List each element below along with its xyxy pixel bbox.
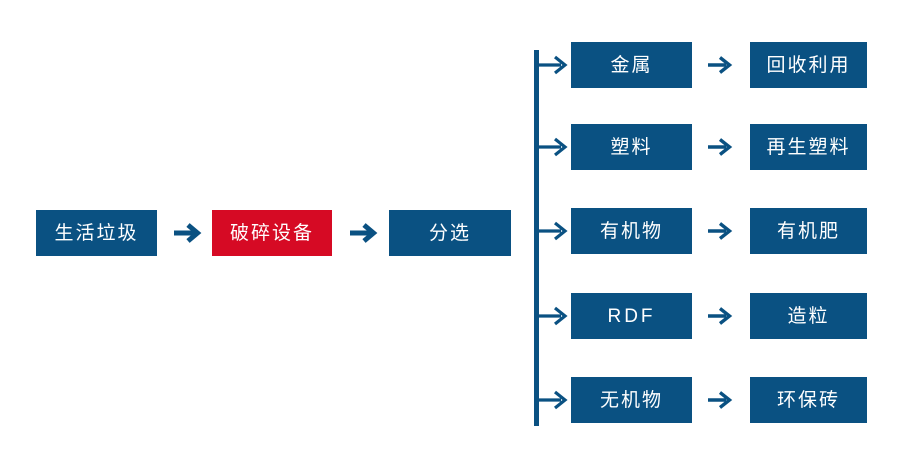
- sorting-output-bus: [534, 50, 539, 426]
- branch-arrow-1: [537, 52, 573, 78]
- process-box-crushing-equipment[interactable]: 破碎设备: [212, 210, 332, 256]
- product-box-label: 再生塑料: [766, 136, 851, 158]
- process-box-label: 破碎设备: [229, 222, 314, 244]
- output-box-rdf[interactable]: RDF: [571, 293, 692, 339]
- output-box-label: RDF: [607, 305, 656, 327]
- output-box-label: 有机物: [599, 220, 663, 242]
- arrow-plastic-to-recycled-plastic: [706, 132, 736, 162]
- product-box-recycled-plastic[interactable]: 再生塑料: [750, 124, 867, 170]
- output-box-plastic[interactable]: 塑料: [571, 124, 692, 170]
- output-box-label: 金属: [610, 54, 653, 76]
- product-box-pelletizing[interactable]: 造粒: [750, 293, 867, 339]
- arrow-rdf-to-pelletizing: [706, 301, 736, 331]
- process-box-domestic-waste[interactable]: 生活垃圾: [36, 210, 157, 256]
- branch-arrow-3: [537, 218, 573, 244]
- branch-arrow-5: [537, 387, 573, 413]
- output-box-organic-matter[interactable]: 有机物: [571, 208, 692, 254]
- arrow-crusher-to-sorting: [348, 216, 382, 250]
- output-box-metal[interactable]: 金属: [571, 42, 692, 88]
- arrow-inorganic-to-eco-brick: [706, 385, 736, 415]
- product-box-label: 回收利用: [766, 54, 851, 76]
- process-box-label: 分选: [428, 222, 471, 244]
- output-box-label: 塑料: [610, 136, 653, 158]
- process-box-label: 生活垃圾: [54, 222, 139, 244]
- product-box-organic-fertilizer[interactable]: 有机肥: [750, 208, 867, 254]
- product-box-recycling[interactable]: 回收利用: [750, 42, 867, 88]
- product-box-label: 造粒: [787, 305, 830, 327]
- product-box-label: 有机肥: [776, 220, 840, 242]
- process-box-sorting[interactable]: 分选: [389, 210, 511, 256]
- arrow-organic-to-fertilizer: [706, 216, 736, 246]
- product-box-label: 环保砖: [776, 389, 840, 411]
- arrow-metal-to-recycling: [706, 50, 736, 80]
- arrow-waste-to-crusher: [172, 216, 206, 250]
- branch-arrow-2: [537, 134, 573, 160]
- output-box-inorganic-matter[interactable]: 无机物: [571, 377, 692, 423]
- output-box-label: 无机物: [599, 389, 663, 411]
- product-box-eco-brick[interactable]: 环保砖: [750, 377, 867, 423]
- branch-arrow-4: [537, 303, 573, 329]
